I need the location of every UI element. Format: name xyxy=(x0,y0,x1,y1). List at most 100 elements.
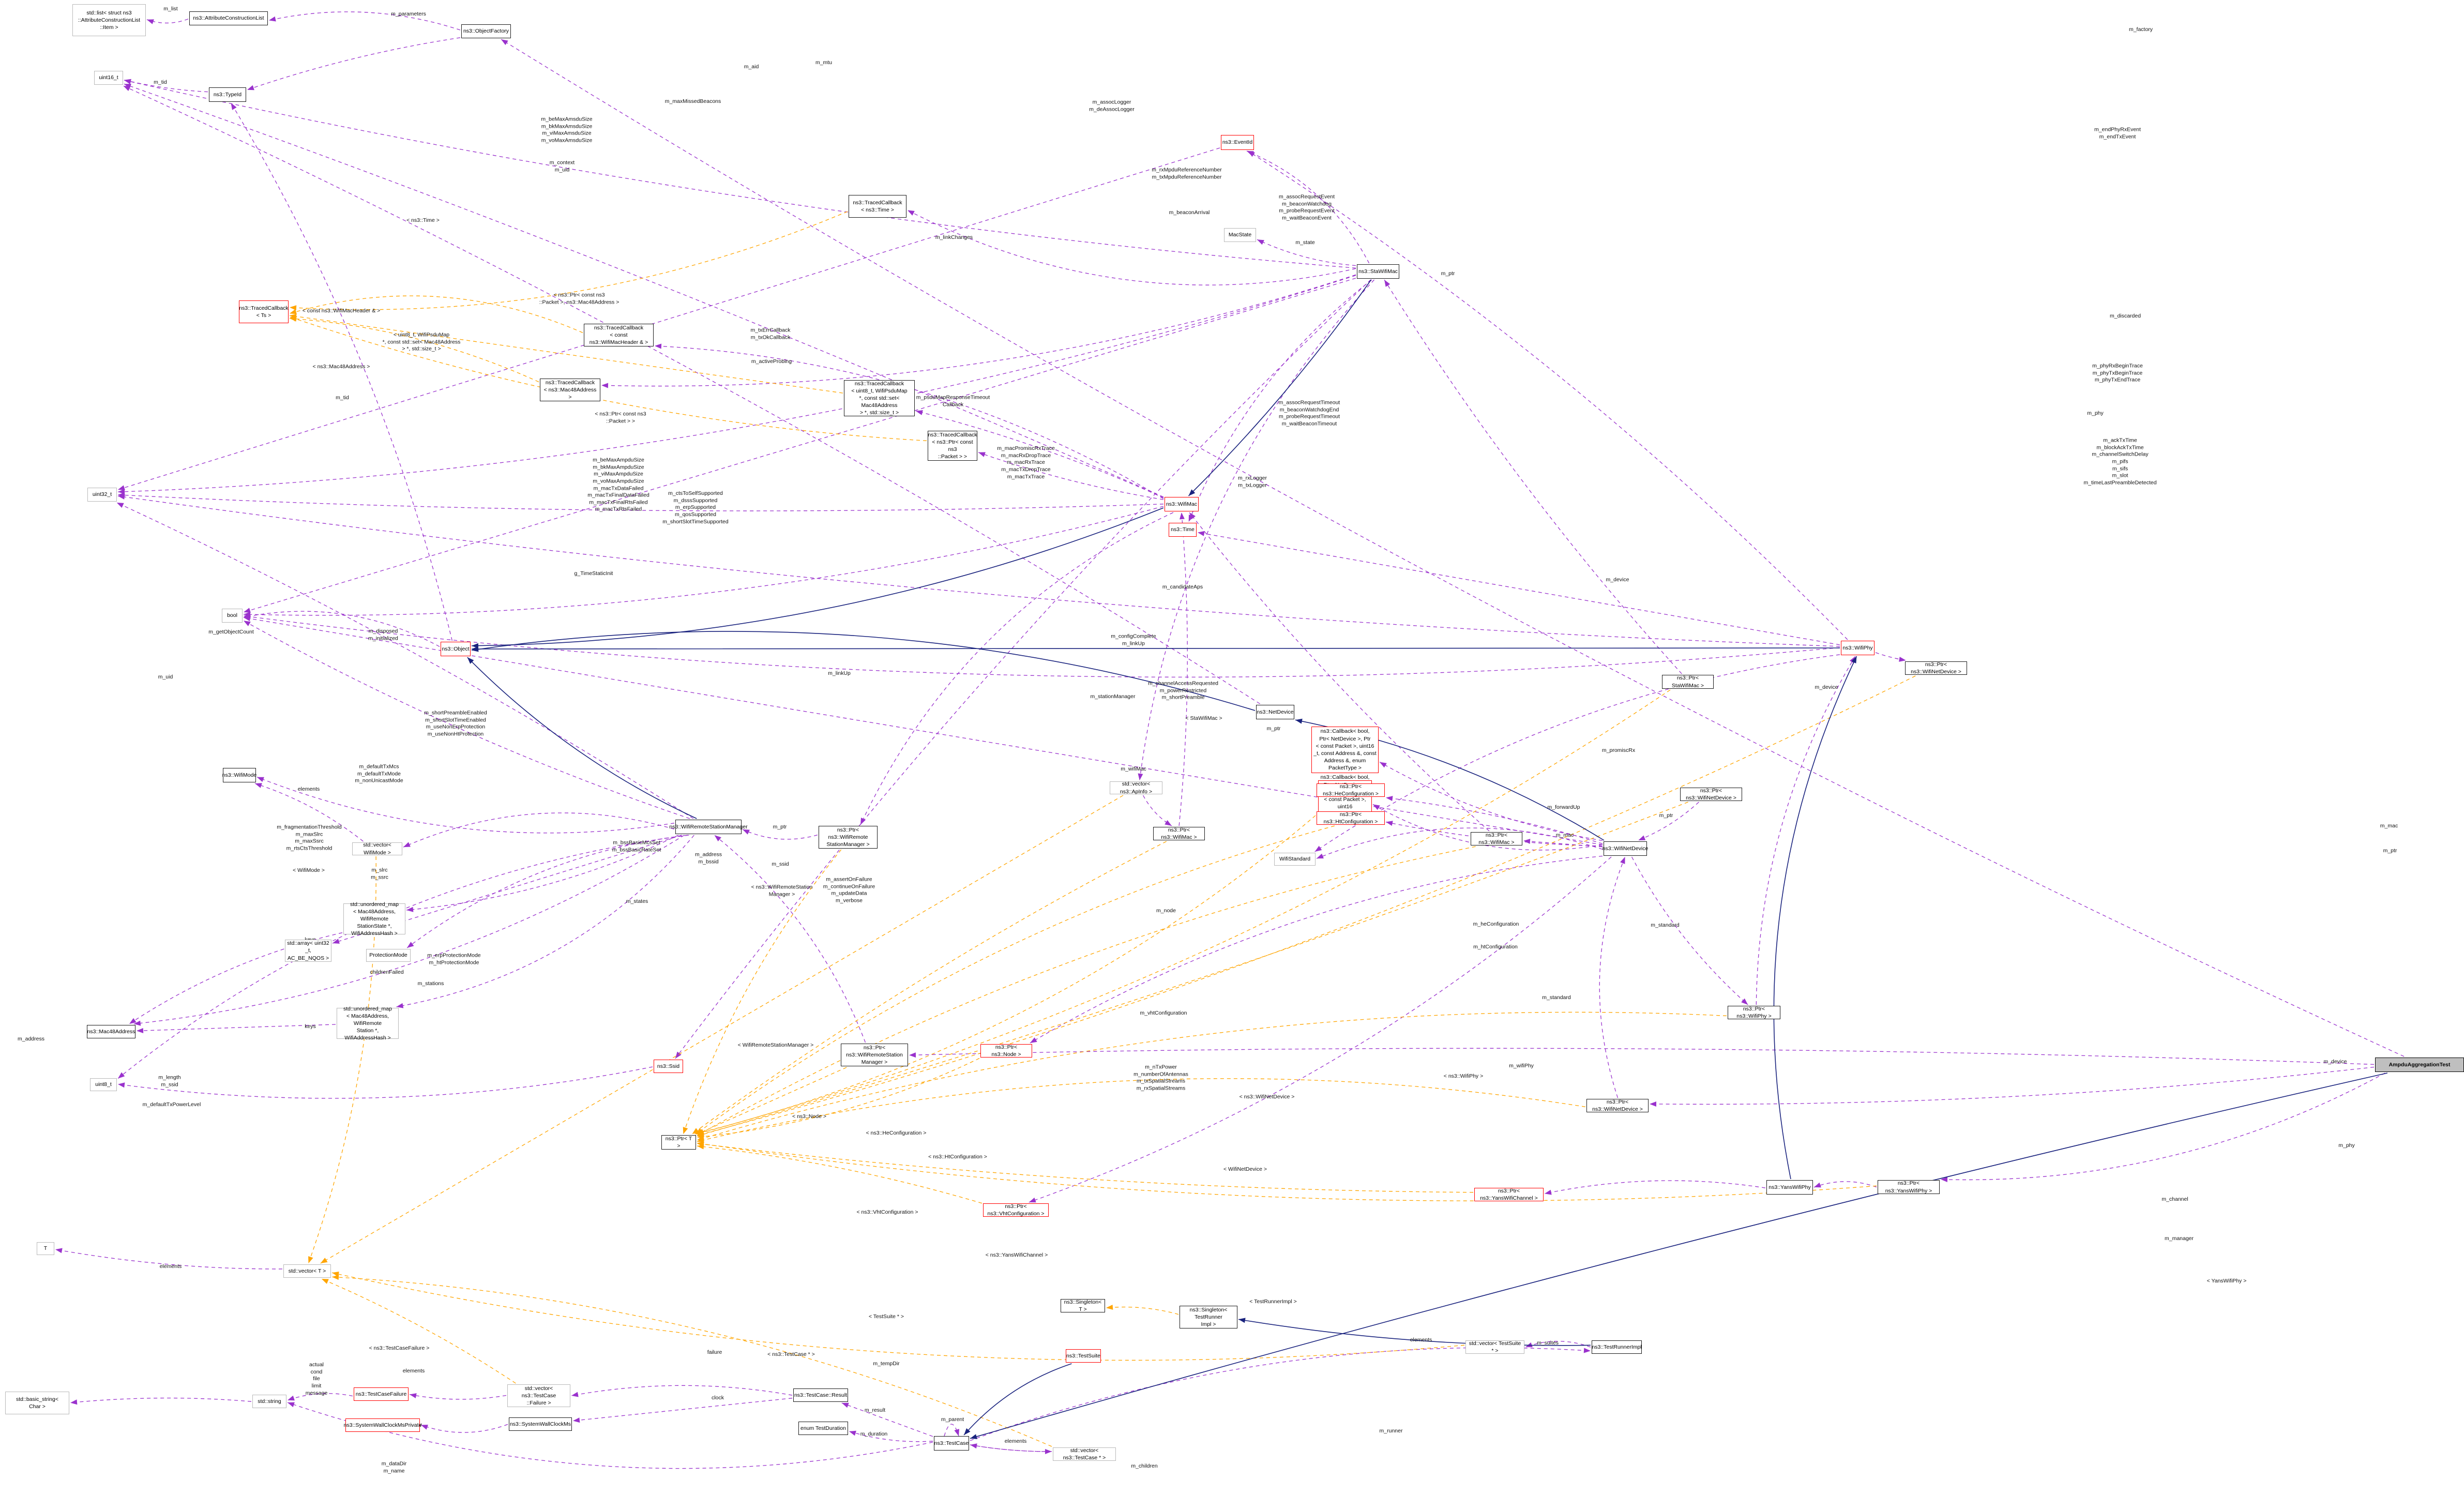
node-ns3-wifiremotestationmanager[interactable]: ns3::WifiRemoteStationManager xyxy=(669,820,748,834)
node-ns3-ptr-yanswifiphy[interactable]: ns3::Ptr< ns3::YansWifiPhy > xyxy=(1878,1180,1940,1194)
node-ns3-ptr-wifimac[interactable]: ns3::Ptr< ns3::WifiMac > xyxy=(1471,832,1522,845)
edge-ns3-wifiphy--ns3-ptr-wifinetdevice-2 xyxy=(1875,652,1906,662)
node-std-vector-wifimode[interactable]: std::vector< WifiMode > xyxy=(352,842,402,856)
node-std-unordered-map-stationstate[interactable]: std::unordered_map < Mac48Address, WifiR… xyxy=(343,901,405,937)
node-ns3-ptr-stawifimac[interactable]: ns3::Ptr< StaWifiMac > xyxy=(1662,675,1714,689)
node-std-vector-t[interactable]: std::vector< T > xyxy=(283,1264,331,1278)
node-bool[interactable]: bool xyxy=(222,609,243,623)
node-ns3-eventid[interactable]: ns3::EventId xyxy=(1221,135,1254,150)
node-ns3-systemwallclockms[interactable]: ns3::SystemWallClockMs xyxy=(509,1417,572,1431)
node-protectionmode[interactable]: ProtectionMode xyxy=(366,949,411,962)
node-ns3-ptr-htconfiguration[interactable]: ns3::Ptr< ns3::HtConfiguration > xyxy=(1317,811,1385,825)
node-ns3-systemwallclockmsprivate[interactable]: ns3::SystemWallClockMsPrivate xyxy=(344,1418,421,1432)
node-enum-testduration[interactable]: enum TestDuration xyxy=(798,1422,848,1435)
node-ns3-mac48address[interactable]: ns3::Mac48Address xyxy=(87,1025,135,1038)
edge-label: m_shortPreambleEnabled m_shortSlotTimeEn… xyxy=(424,709,487,737)
node-ns3-wifimode[interactable]: ns3::WifiMode xyxy=(222,768,256,782)
node-ns3-testcasefailure[interactable]: ns3::TestCaseFailure xyxy=(354,1387,409,1401)
node-std-vector-testsuite[interactable]: std::vector< TestSuite * > xyxy=(1465,1340,1524,1354)
edge-label: m_psduMapResponseTimeout Callback xyxy=(916,394,990,407)
node-std-list-attributeconstructionlist-item[interactable]: std::list< struct ns3 ::AttributeConstru… xyxy=(72,4,146,36)
node-ns3-wifinetdevice[interactable]: ns3::WifiNetDevice xyxy=(1603,841,1648,856)
edge-label: g_TimeStaticInit xyxy=(574,570,613,577)
edge-label: m_linkChanges xyxy=(935,234,973,241)
node-ns3-ptr-wifiremotestationmanager[interactable]: ns3::Ptr< ns3::WifiRemote StationManager… xyxy=(819,826,878,849)
node-ns3-typeid[interactable]: ns3::TypeId xyxy=(209,87,246,102)
edge-label: m_defaultTxMcs m_defaultTxMode m_nonUnic… xyxy=(355,763,403,784)
node-ns3-tracedcallback-wifipsdumap[interactable]: ns3::TracedCallback < uint8_t, WifiPsduM… xyxy=(844,380,915,416)
edge-label: < WifiNetDevice > xyxy=(1223,1166,1267,1173)
edge-ns3-ptr-wifiremotestationmanager--ns3-ptr-t xyxy=(683,849,842,1135)
node-ns3-wifimac[interactable]: ns3::WifiMac xyxy=(1165,497,1199,511)
node-ns3-netdevice[interactable]: ns3::NetDevice xyxy=(1256,705,1294,719)
edge-label: < ns3::HtConfiguration > xyxy=(928,1154,987,1160)
edge-label: < ns3::HeConfiguration > xyxy=(866,1130,927,1137)
node-ns3-ptr-vhtconfiguration[interactable]: ns3::Ptr< ns3::VhtConfiguration > xyxy=(983,1203,1049,1217)
node-std-vector-apinfo[interactable]: std::vector< ns3::ApInfo > xyxy=(1110,781,1162,795)
node-wifistandard[interactable]: WifiStandard xyxy=(1274,853,1316,866)
edge-label: m_beaconArrival xyxy=(1169,209,1210,216)
node-macstate[interactable]: MacState xyxy=(1224,228,1256,242)
node-ns3-tracedcallback-wifimacheader[interactable]: ns3::TracedCallback < const ns3::WifiMac… xyxy=(584,324,654,346)
node-std-array-uint32[interactable]: std::array< uint32 _t, AC_BE_NQOS > xyxy=(285,940,331,962)
node-ns3-wifiphy[interactable]: ns3::WifiPhy xyxy=(1841,641,1875,655)
node-ns3-yanswifiphy[interactable]: ns3::YansWifiPhy xyxy=(1766,1180,1813,1195)
edge-label: m_nTxPower m_numberOfAntennas m_txSpatia… xyxy=(1133,1064,1188,1092)
edge-label: m_stations xyxy=(417,980,444,987)
edge-ns3-ptr-htconfiguration--ns3-ptr-t xyxy=(696,825,1335,1135)
node-ns3-object[interactable]: ns3::Object xyxy=(441,642,471,656)
node-ns3-ptr-yanswifichannel[interactable]: ns3::Ptr< ns3::YansWifiChannel > xyxy=(1474,1188,1544,1201)
node-uint32-t[interactable]: uint32_t xyxy=(87,488,117,502)
edge-ns3-wifiremotestationmanager--bool xyxy=(243,620,690,819)
node-t[interactable]: T xyxy=(37,1242,54,1255)
edge-label: m_mtu xyxy=(815,59,833,66)
edge-ns3-wifiphy--wifistandard xyxy=(1314,654,1840,852)
node-ns3-objectfactory[interactable]: ns3::ObjectFactory xyxy=(461,24,511,38)
edge-ns3-ptr-wifiphy--ns3-ptr-t xyxy=(697,1011,1727,1141)
node-ns3-tracedcallback-ts[interactable]: ns3::TracedCallback < Ts > xyxy=(239,300,289,323)
edge-ns3-object--ns3-typeid xyxy=(231,102,453,641)
node-ns3-ssid[interactable]: ns3::Ssid xyxy=(654,1060,683,1073)
node-ns3-ptr-wifimac-2[interactable]: ns3::Ptr< ns3::WifiMac > xyxy=(1153,827,1205,840)
node-ns3-tracedcallback-packet[interactable]: ns3::TracedCallback < ns3::Ptr< const ns… xyxy=(928,431,977,461)
node-std-vector-testcase-failure[interactable]: std::vector< ns3::TestCase ::Failure > xyxy=(507,1384,570,1407)
node-ns3-ptr-wifinetdevice-2[interactable]: ns3::Ptr< ns3::WifiNetDevice > xyxy=(1905,661,1967,675)
edge-label: m_maxMissedBeacons xyxy=(664,98,721,105)
node-ns3-ptr-node[interactable]: ns3::Ptr< ns3::Node > xyxy=(980,1044,1032,1058)
node-ns3-stawifimac[interactable]: ns3::StaWifiMac xyxy=(1357,264,1399,279)
node-std-unordered-map-station[interactable]: std::unordered_map < Mac48Address, WifiR… xyxy=(337,1006,399,1041)
node-ns3-attributeconstructionlist[interactable]: ns3::AttributeConstructionList xyxy=(189,11,268,25)
edge-label: m_assocRequestTimeout m_beaconWatchdogEn… xyxy=(1278,399,1340,427)
node-std-string[interactable]: std::string xyxy=(252,1395,286,1408)
node-ns3-ptr-wifiremotestationmanager-2[interactable]: ns3::Ptr< ns3::WifiRemoteStation Manager… xyxy=(841,1044,908,1066)
edge-ns3-ptr-wifimac--ns3-ptr-t xyxy=(697,846,1476,1136)
node-uint16-t[interactable]: uint16_t xyxy=(94,71,123,85)
node-ns3-testrunnerimpl[interactable]: ns3::TestRunnerImpl xyxy=(1592,1340,1642,1354)
edge-label: m_tid xyxy=(336,395,349,401)
node-ns3-ptr-wifinetdevice[interactable]: ns3::Ptr< ns3::WifiNetDevice > xyxy=(1680,788,1742,801)
node-std-vector-testcase[interactable]: std::vector< ns3::TestCase * > xyxy=(1053,1447,1116,1461)
edge-label: m_list xyxy=(163,6,178,12)
node-ns3-testcase[interactable]: ns3::TestCase xyxy=(934,1436,969,1451)
node-ns3-singleton-testrunnerimpl[interactable]: ns3::Singleton< TestRunner Impl > xyxy=(1180,1306,1237,1328)
node-ns3-testcase-result[interactable]: ns3::TestCase::Result xyxy=(793,1388,848,1402)
node-ns3-testsuite[interactable]: ns3::TestSuite xyxy=(1066,1349,1101,1363)
node-ns3-ptr-t[interactable]: ns3::Ptr< T > xyxy=(661,1135,696,1150)
node-uint8-t[interactable]: uint8_t xyxy=(90,1078,117,1091)
edge-ns3-wifiphy--ns3-object xyxy=(471,646,1840,652)
node-ns3-callback-packettype[interactable]: ns3::Callback< bool, Ptr< NetDevice >, P… xyxy=(1311,727,1379,773)
node-std-basic-string-char[interactable]: std::basic_string< Char > xyxy=(5,1392,69,1414)
node-ns3-tracedcallback-time[interactable]: ns3::TracedCallback < ns3::Time > xyxy=(849,195,906,218)
node-ns3-ptr-heconfiguration[interactable]: ns3::Ptr< ns3::HeConfiguration > xyxy=(1317,783,1385,797)
node-ns3-tracedcallback-mac48address[interactable]: ns3::TracedCallback < ns3::Mac48Address … xyxy=(540,379,600,401)
node-ns3-singleton-t[interactable]: ns3::Singleton< T > xyxy=(1061,1299,1105,1312)
node-ampduaggregationtest[interactable]: AmpduAggregationTest xyxy=(2375,1058,2464,1072)
edge-label: m_htConfiguration xyxy=(1473,944,1518,950)
node-ns3-ptr-wifinetdevice-3[interactable]: ns3::Ptr< ns3::WifiNetDevice > xyxy=(1586,1099,1649,1112)
edge-ns3-ptr-heconfiguration--ns3-ptr-t xyxy=(694,797,1336,1135)
node-ns3-time[interactable]: ns3::Time xyxy=(1169,523,1197,537)
edge-ns3-systemwallclockms--ns3-systemwallclockmsprivate xyxy=(420,1424,508,1433)
edge-ns3-stawifimac--ns3-tracedcallback-mac48address xyxy=(601,274,1356,388)
edge-ns3-ptr-yanswifiphy--ns3-yanswifiphy xyxy=(1813,1181,1877,1188)
node-ns3-ptr-wifiphy[interactable]: ns3::Ptr< ns3::WifiPhy > xyxy=(1728,1006,1780,1019)
